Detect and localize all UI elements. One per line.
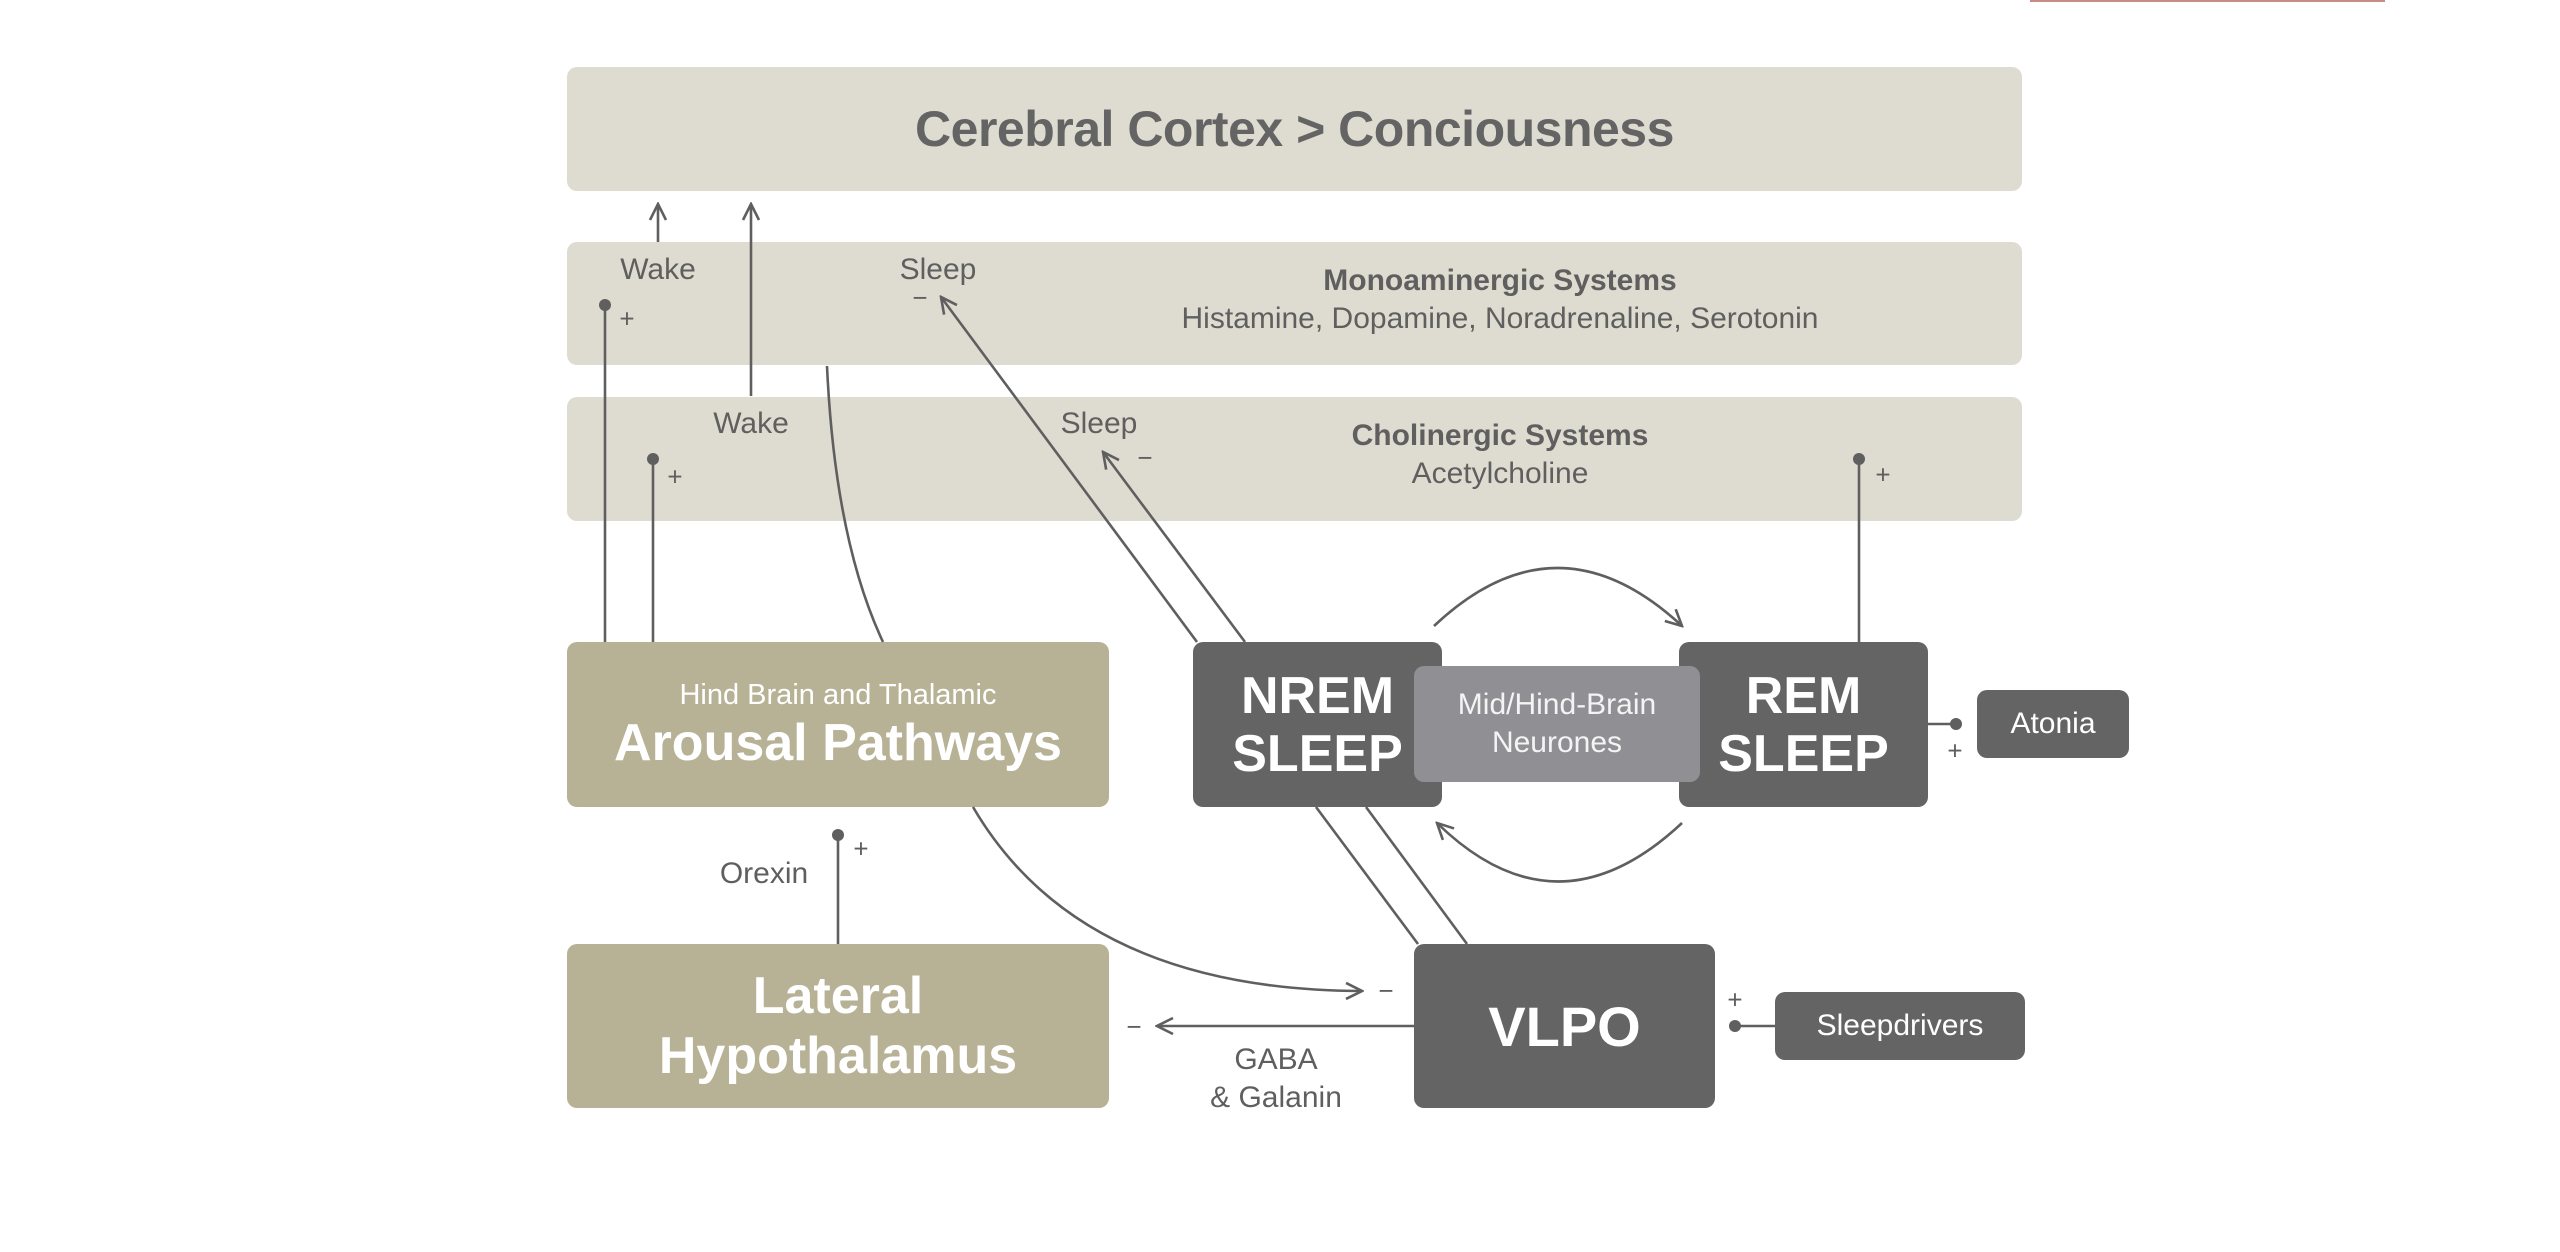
atonia-plus-sign: + (1947, 735, 1963, 766)
diagram-title: Cerebral Cortex > Conciousness (915, 101, 1674, 157)
mono-plus-sign: + (619, 303, 635, 334)
cholinergic-band (567, 397, 2022, 521)
nrem-line1: NREM (1240, 666, 1395, 725)
rem-chol-plus-sign: + (1875, 459, 1891, 490)
cerebral-cortex-box: Cerebral Cortex > Conciousness (567, 67, 2022, 191)
top-accent-bar (2030, 0, 2385, 2)
atonia-dot (1950, 718, 1962, 730)
mono-wake-label: Wake (620, 253, 696, 286)
rem-to-nrem-arc (1437, 823, 1683, 883)
mono-minus-sign: − (912, 282, 928, 313)
chol-plus-sign: + (667, 461, 683, 492)
rem-sleep-box: REM SLEEP (1679, 642, 1928, 807)
sleepdrivers-box: Sleepdrivers (1775, 992, 2025, 1060)
vlpo-label: VLPO (1488, 994, 1641, 1058)
monoaminergic-band (567, 242, 2022, 365)
lh-line1: Lateral (752, 967, 924, 1025)
mid-hind-brain-neurones-box: Mid/Hind-Brain Neurones (1414, 666, 1700, 782)
rem-line1: REM (1745, 666, 1862, 725)
nrem-vlpo-line-2 (1364, 806, 1469, 945)
vlpo-minus-sign: − (1378, 975, 1394, 1006)
cholinergic-subtitle: Acetylcholine (1411, 457, 1589, 490)
nrem-line2: SLEEP (1232, 724, 1403, 783)
mono-sleep-label: Sleep (899, 253, 977, 286)
lh-line2: Hypothalamus (658, 1027, 1018, 1085)
arousal-pathways-box: Hind Brain and Thalamic Arousal Pathways (567, 642, 1109, 807)
nrem-to-rem-arc (1433, 566, 1682, 626)
monoaminergic-subtitle: Histamine, Dopamine, Noradrenaline, Sero… (1181, 302, 1819, 335)
chol-sleep-label: Sleep (1060, 407, 1138, 440)
sleepdrivers-dot (1729, 1020, 1741, 1032)
nrem-sleep-box: NREM SLEEP (1193, 642, 1442, 807)
lateral-hypothalamus-box: Lateral Hypothalamus (567, 944, 1109, 1108)
galanin-label: & Galanin (1210, 1081, 1342, 1114)
orexin-plus-sign: + (853, 833, 869, 864)
monoaminergic-label: Monoaminergic Systems Histamine, Dopamin… (1100, 262, 1900, 338)
cholinergic-label: Cholinergic Systems Acetylcholine (1100, 417, 1900, 493)
arousal-subtitle: Hind Brain and Thalamic (679, 678, 997, 711)
chol-minus-sign: − (1137, 442, 1153, 473)
atonia-label: Atonia (2010, 707, 2096, 740)
vlpo-box: VLPO (1414, 944, 1715, 1108)
orexin-label: Orexin (719, 857, 809, 890)
rem-line2: SLEEP (1718, 724, 1889, 783)
midhind-line1: Mid/Hind-Brain (1457, 688, 1657, 721)
sleepdrivers-plus-sign: + (1727, 984, 1743, 1015)
nrem-vlpo-line-1 (1314, 806, 1420, 945)
sleepdrivers-label: Sleepdrivers (1816, 1009, 1984, 1042)
gaba-label: GABA (1234, 1043, 1318, 1076)
chol-wake-label: Wake (713, 407, 789, 440)
midhind-line2: Neurones (1491, 726, 1623, 759)
orexin-dot (832, 829, 844, 841)
atonia-box: Atonia (1977, 690, 2129, 758)
arousal-title: Arousal Pathways (614, 713, 1062, 772)
lh-minus-sign: − (1126, 1011, 1142, 1042)
cholinergic-heading: Cholinergic Systems (1351, 419, 1649, 452)
monoaminergic-heading: Monoaminergic Systems (1323, 264, 1677, 297)
